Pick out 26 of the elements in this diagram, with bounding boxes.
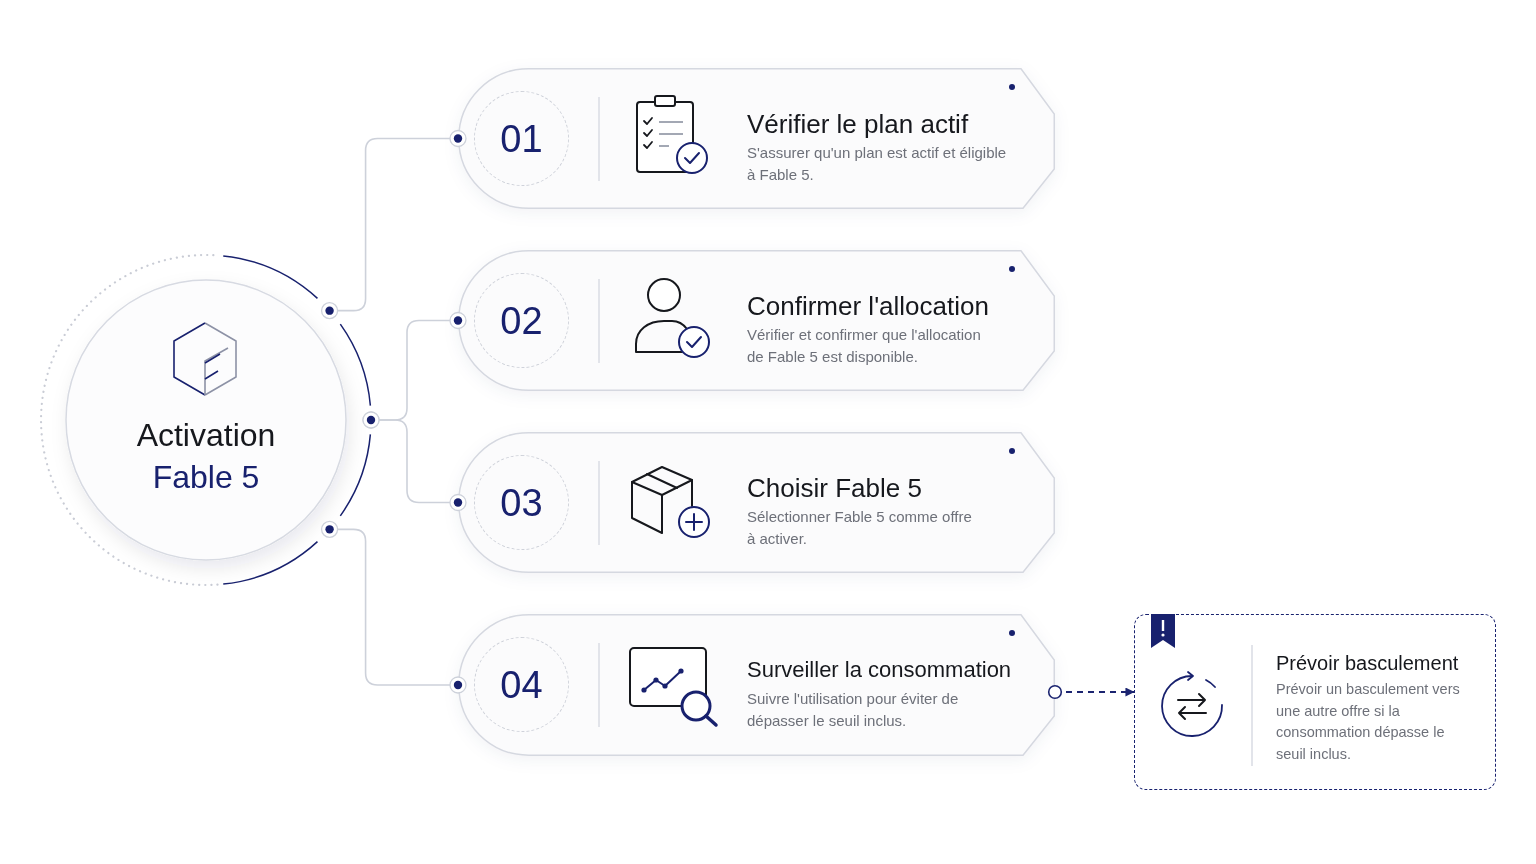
- connector-line: [320, 520, 467, 694]
- step-description: S'assurer qu'un plan est actif et éligible à Fable 5.: [747, 143, 1008, 185]
- hub-title: Activation: [136, 416, 276, 455]
- step-description: Suivre l'utilisation pour éviter de dépasser le seuil inclus.: [747, 689, 960, 731]
- step-title: Surveiller la consommation: [747, 656, 1012, 684]
- step-number: 03: [500, 480, 543, 525]
- step-description: Sélectionner Fable 5 comme offre à activer.: [747, 507, 973, 549]
- step-description: Vérifier et confirmer que l'allocation de Fable 5 est disponible.: [747, 325, 982, 367]
- step-card: [458, 432, 1055, 573]
- step-card: [458, 614, 1055, 756]
- step-title: Vérifier le plan actif: [747, 109, 969, 139]
- step-card: [458, 250, 1055, 391]
- step-number: 02: [500, 298, 543, 343]
- hub-circle: [40, 254, 372, 586]
- alert-description: Prévoir un basculement vers une autre offre si la consommation dépasse le seuil inclus.: [1276, 680, 1461, 764]
- arrow: [1047, 684, 1135, 700]
- step-card: [458, 68, 1055, 209]
- step-number: 04: [500, 662, 543, 707]
- connector-line: [362, 411, 467, 512]
- connector-line: [320, 129, 467, 320]
- alert-title: Prévoir basculement: [1276, 651, 1459, 676]
- alert-card: [1134, 614, 1496, 790]
- step-title: Confirmer l'allocation: [747, 291, 989, 321]
- step-title: Choisir Fable 5: [747, 473, 922, 503]
- step-number: 01: [500, 116, 543, 161]
- hub-subtitle: Fable 5: [152, 458, 260, 497]
